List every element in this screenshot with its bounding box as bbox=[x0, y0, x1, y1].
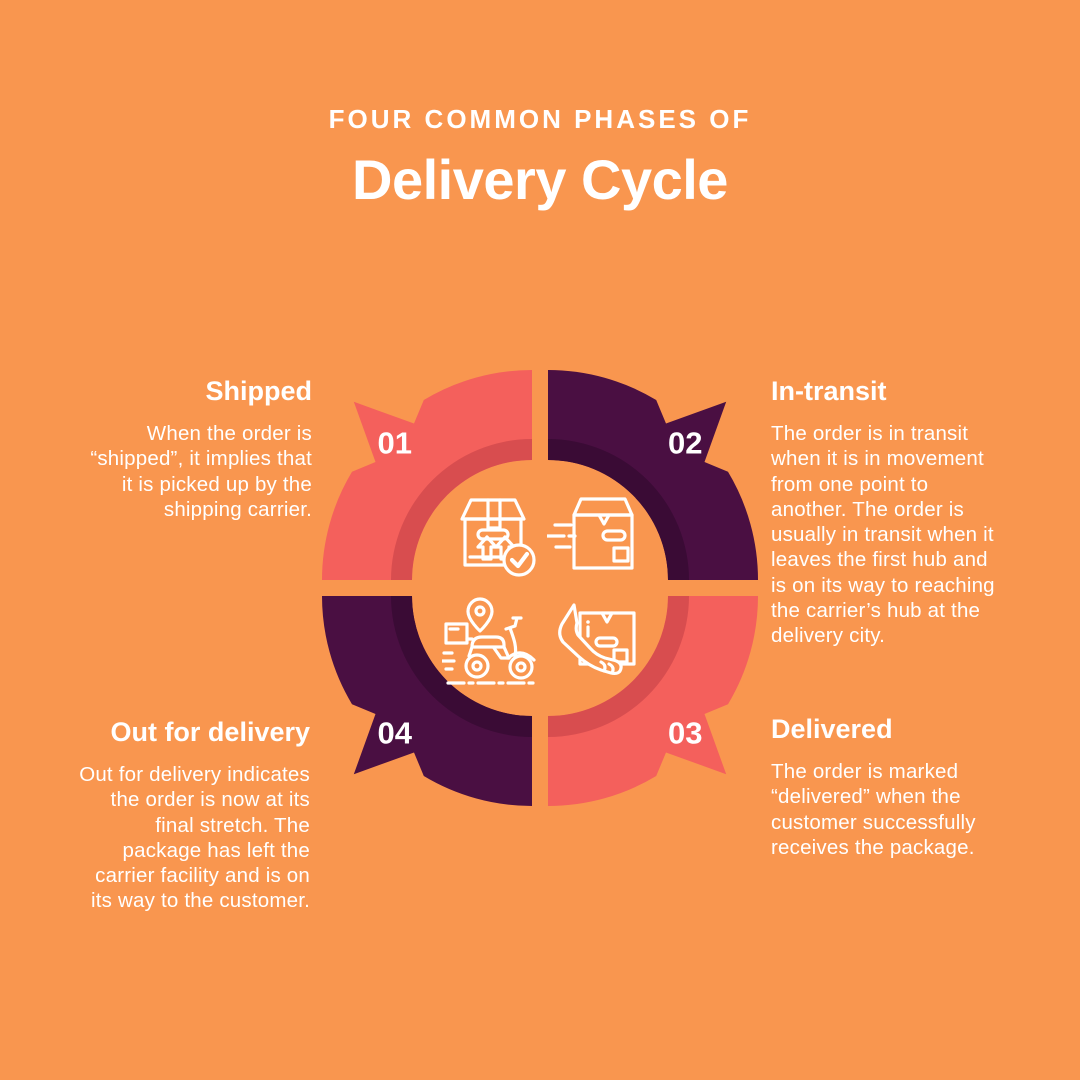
segment-arrow-shape bbox=[548, 370, 758, 580]
cycle-segment-04: 04 bbox=[322, 596, 532, 806]
body-line: its way to the customer. bbox=[91, 889, 310, 913]
body-line: The order is in transit bbox=[771, 422, 969, 445]
body-line: carrier facility and is on bbox=[95, 864, 310, 888]
body-line: final stretch. The bbox=[155, 813, 310, 837]
phase-body-shipped: When the order is“shipped”, it implies t… bbox=[0, 421, 312, 522]
segment-number: 04 bbox=[378, 716, 413, 751]
phase-block-delivered: Delivered The order is marked“delivered”… bbox=[771, 714, 1080, 860]
body-line: The order is marked bbox=[771, 760, 959, 783]
phase-block-out-for-delivery: Out for delivery Out for delivery indica… bbox=[0, 717, 310, 914]
body-line: “shipped”, it implies that bbox=[90, 447, 312, 471]
cycle-segment-01: 01 bbox=[322, 370, 532, 580]
shipped-package-check-icon bbox=[460, 498, 536, 577]
body-line: receives the package. bbox=[771, 835, 975, 859]
body-line: is on its way to reaching bbox=[771, 573, 995, 597]
body-line: Out for delivery indicates bbox=[79, 763, 310, 786]
segment-arrow-shape bbox=[322, 370, 532, 580]
phase-block-shipped: Shipped When the order is“shipped”, it i… bbox=[0, 376, 312, 522]
body-line: shipping carrier. bbox=[163, 497, 312, 521]
segment-number: 02 bbox=[668, 425, 702, 460]
phase-heading-delivered: Delivered bbox=[771, 714, 893, 744]
phase-heading-shipped: Shipped bbox=[205, 376, 313, 406]
body-line: When the order is bbox=[146, 422, 312, 445]
body-line: delivery city. bbox=[771, 624, 886, 648]
phase-heading-in-transit: In-transit bbox=[771, 376, 887, 406]
segment-arrow-shape bbox=[322, 596, 532, 806]
body-line: the carrier’s hub at the bbox=[771, 599, 981, 623]
body-line: usually in transit when it bbox=[771, 523, 994, 547]
segment-number: 03 bbox=[668, 716, 702, 751]
body-line: “delivered” when the bbox=[771, 785, 961, 809]
segment-inner-shadow bbox=[391, 439, 532, 580]
segment-inner-shadow bbox=[548, 439, 689, 580]
body-line: customer successfully bbox=[771, 810, 976, 834]
kicker-text: FOUR COMMON PHASES OF bbox=[328, 104, 752, 134]
body-line: leaves the first hub and bbox=[771, 548, 988, 572]
body-line: another. The order is bbox=[771, 497, 964, 521]
body-line: it is picked up by the bbox=[121, 472, 312, 496]
cycle-segment-02: 02 bbox=[548, 370, 758, 580]
body-line: the order is now at its bbox=[110, 788, 310, 812]
in-transit-speeding-package-icon bbox=[547, 497, 634, 570]
segment-inner-shadow bbox=[548, 596, 689, 737]
page-title: Delivery Cycle bbox=[352, 148, 728, 211]
segment-number: 01 bbox=[378, 425, 412, 460]
delivery-scooter-location-icon bbox=[442, 597, 538, 685]
body-line: package has left the bbox=[122, 838, 310, 862]
body-line: from one point to bbox=[771, 472, 929, 496]
segment-arrow-shape bbox=[548, 596, 758, 806]
body-line: when it is in movement bbox=[771, 447, 984, 471]
delivered-hand-package-icon bbox=[558, 603, 636, 676]
cycle-segment-03: 03 bbox=[548, 596, 758, 806]
segment-inner-shadow bbox=[391, 596, 532, 737]
delivery-cycle-diagram: 01 02 03 04 bbox=[322, 370, 758, 806]
phase-heading-out-for-delivery: Out for delivery bbox=[110, 717, 310, 747]
